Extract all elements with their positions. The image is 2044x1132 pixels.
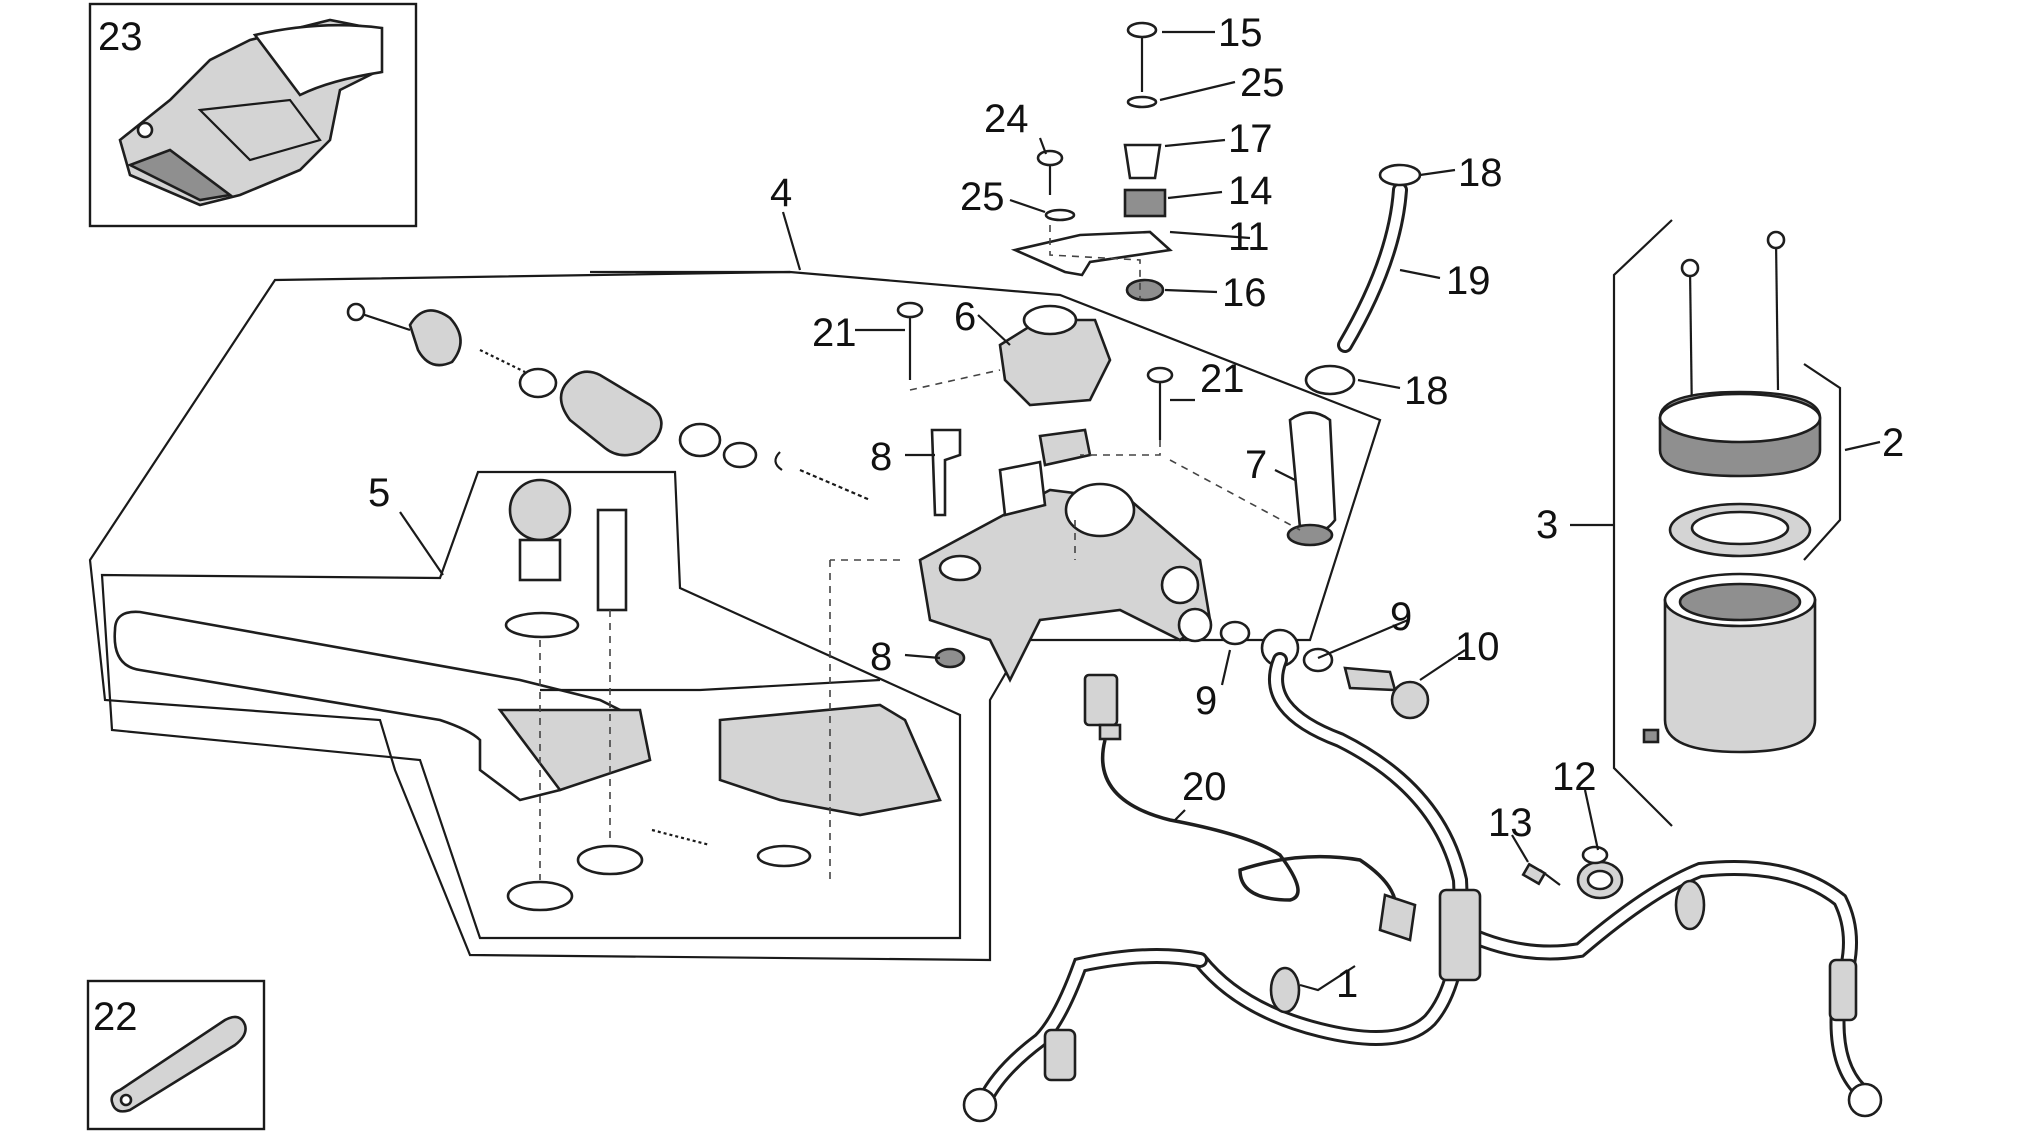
- part-labels: 1 2 3 4 5 6 7 8 8 9 9 10 11 12 13 14 15 …: [93, 11, 1904, 1039]
- reservoir: [1642, 230, 1822, 754]
- label-18-top: 18: [1458, 151, 1503, 195]
- label-2: 2: [1882, 421, 1904, 465]
- label-21-right: 21: [1200, 357, 1245, 401]
- label-7: 7: [1245, 443, 1267, 487]
- piston-assembly: [346, 302, 871, 502]
- label-20: 20: [1182, 765, 1227, 809]
- label-14: 14: [1228, 169, 1273, 213]
- label-3: 3: [1536, 503, 1558, 547]
- label-1: 1: [1336, 962, 1358, 1006]
- label-10: 10: [1455, 625, 1500, 669]
- bracket-2: [1803, 363, 1842, 561]
- label-13: 13: [1488, 801, 1533, 845]
- reservoir-hose: [1304, 163, 1422, 396]
- inset-box-22: [86, 979, 266, 1131]
- bracket-3: [1612, 219, 1673, 827]
- label-11: 11: [1228, 215, 1270, 259]
- label-23: 23: [98, 15, 143, 59]
- label-17: 17: [1228, 117, 1273, 161]
- label-21-left: 21: [812, 311, 857, 355]
- leader-lines: [399, 30, 1881, 992]
- label-24: 24: [984, 97, 1029, 141]
- group-outline-4: [88, 270, 1382, 962]
- label-25-left: 25: [960, 175, 1005, 219]
- label-4: 4: [770, 171, 792, 215]
- label-9-right: 9: [1390, 595, 1412, 639]
- brake-switch-wire: [1083, 673, 1417, 942]
- label-6: 6: [954, 295, 976, 339]
- label-12: 12: [1552, 755, 1597, 799]
- brake-lever: [113, 478, 942, 912]
- master-cylinder-body: [918, 304, 1213, 683]
- switch-parts: [1521, 845, 1624, 900]
- label-9-lower: 9: [1195, 679, 1217, 723]
- label-5: 5: [368, 471, 390, 515]
- label-19: 19: [1446, 259, 1491, 303]
- label-8-lower: 8: [870, 635, 892, 679]
- group-outline-5: [100, 470, 962, 940]
- label-15: 15: [1218, 11, 1263, 55]
- label-8-upper: 8: [870, 435, 892, 479]
- label-22: 22: [93, 995, 138, 1039]
- assembly-guides: [539, 225, 1301, 880]
- brake-lines: [962, 652, 1883, 1123]
- label-25-top: 25: [1240, 61, 1285, 105]
- label-16: 16: [1222, 271, 1267, 315]
- label-18-mid: 18: [1404, 369, 1449, 413]
- upper-fasteners: [896, 21, 1337, 669]
- inset-box-23: [88, 2, 418, 228]
